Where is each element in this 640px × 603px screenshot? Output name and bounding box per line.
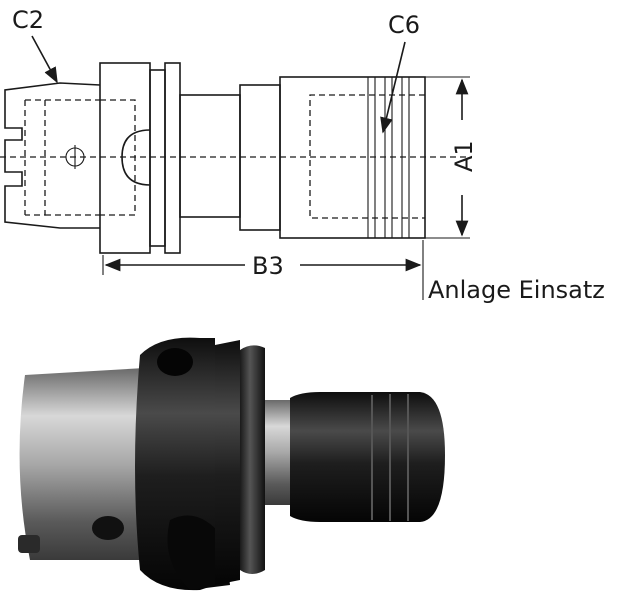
body-outline	[179, 76, 426, 239]
label-a1: A1	[450, 140, 478, 172]
label-c2: C2	[12, 6, 44, 34]
flange-outline	[99, 62, 181, 254]
label-anlage-einsatz: Anlage Einsatz	[428, 276, 605, 304]
label-b3: B3	[252, 252, 284, 280]
hsk-taper-outline	[4, 82, 101, 229]
product-photo	[18, 337, 445, 591]
label-c6: C6	[388, 11, 420, 39]
